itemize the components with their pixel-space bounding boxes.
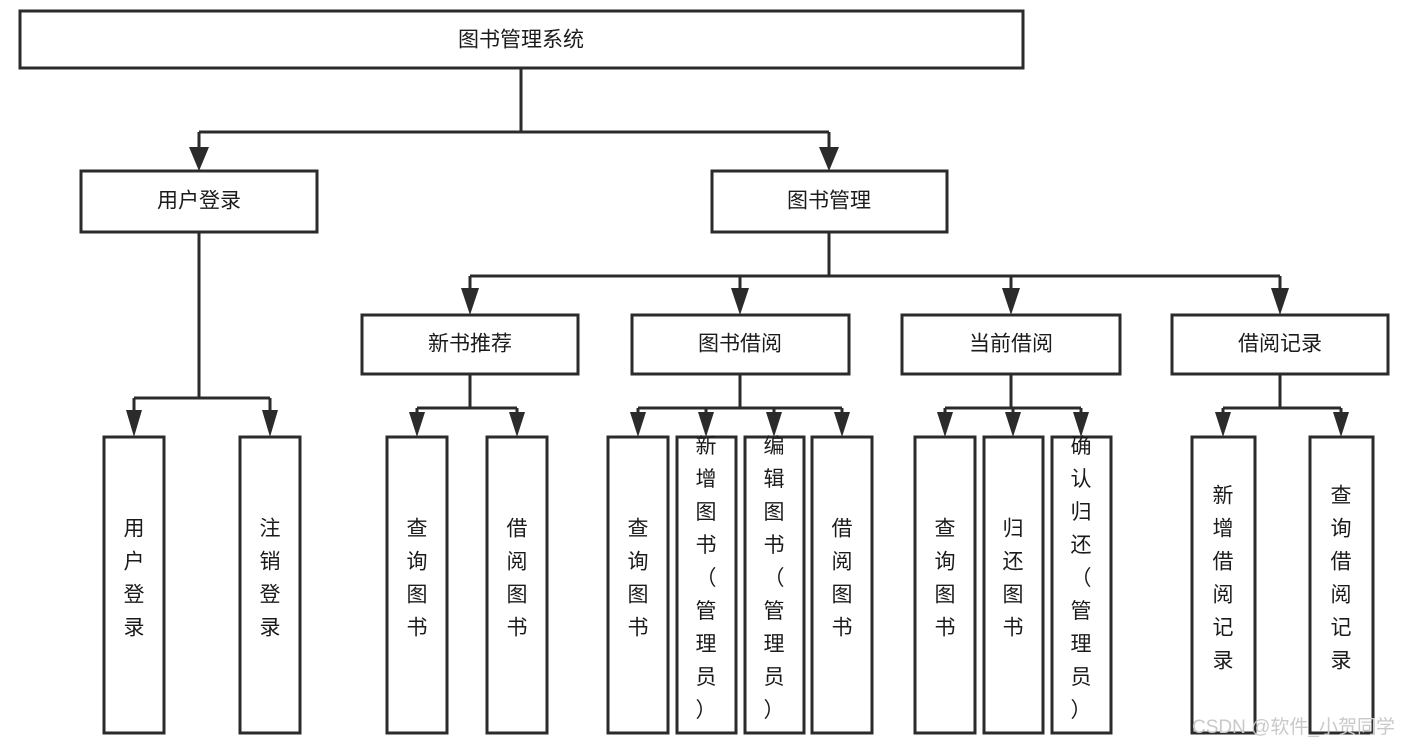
node-borrow-query-book[interactable]: 查询图书: [606, 435, 670, 735]
node-current-return-book[interactable]: 归还图书: [982, 435, 1045, 735]
node-user-logout-box[interactable]: [238, 435, 302, 735]
node-user-login-box[interactable]: [79, 169, 319, 234]
node-user-login[interactable]: 用户登录: [79, 169, 319, 234]
node-root[interactable]: 图书管理系统: [18, 9, 1025, 70]
node-new-book-recommend[interactable]: 新书推荐: [360, 313, 580, 376]
node-current-borrow-box[interactable]: [900, 313, 1122, 376]
arrowhead-new-book-recommend: [461, 288, 479, 315]
node-current-query-book-label: 查询图书: [935, 518, 956, 640]
node-borrow-edit-book[interactable]: 编辑图书（管理员）: [743, 435, 806, 735]
node-borrow-add-book-label: 新增图书（管理员）: [696, 435, 717, 722]
node-current-borrow-label: 当前借阅: [969, 333, 1053, 356]
node-borrow-edit-book-label: 编辑图书（管理员）: [764, 435, 785, 722]
arrowhead-current-confirm-return: [1073, 412, 1089, 437]
node-new-book-recommend-label: 新书推荐: [428, 333, 512, 356]
node-recommend-borrow-book[interactable]: 借阅图书: [485, 435, 549, 735]
node-record-query-label: 查询借阅记录: [1331, 485, 1352, 673]
node-book-management-box[interactable]: [710, 169, 949, 234]
node-borrow-query-book-label: 查询图书: [628, 518, 649, 640]
arrowhead-book-management: [819, 147, 839, 171]
node-current-borrow[interactable]: 当前借阅: [900, 313, 1122, 376]
node-root-box[interactable]: [18, 9, 1025, 70]
node-borrow-borrow-book-box[interactable]: [810, 435, 874, 735]
node-user-login-do-label: 用户登录: [124, 518, 145, 640]
node-recommend-borrow-book-box[interactable]: [485, 435, 549, 735]
node-current-confirm-return[interactable]: 确认归还（管理员）: [1050, 435, 1113, 735]
node-record-query[interactable]: 查询借阅记录: [1308, 435, 1375, 735]
arrowhead-user-login: [189, 147, 209, 171]
arrowhead-current-return-book: [1005, 412, 1021, 437]
node-book-management[interactable]: 图书管理: [710, 169, 949, 234]
node-current-confirm-return-box[interactable]: [1050, 435, 1113, 735]
node-borrow-add-book[interactable]: 新增图书（管理员）: [675, 435, 738, 735]
node-current-query-book[interactable]: 查询图书: [913, 435, 977, 735]
arrowhead-user-login-do: [126, 410, 142, 437]
node-borrow-borrow-book[interactable]: 借阅图书: [810, 435, 874, 735]
node-new-book-recommend-box[interactable]: [360, 313, 580, 376]
arrowhead-borrow-borrow-book: [834, 412, 850, 437]
arrowhead-borrow-edit-book: [766, 412, 782, 437]
node-book-management-label: 图书管理: [787, 190, 871, 213]
node-borrow-record-box[interactable]: [1170, 313, 1390, 376]
node-user-login-do-box[interactable]: [102, 435, 166, 735]
node-current-return-book-label: 归还图书: [1003, 518, 1024, 640]
node-borrow-edit-book-box[interactable]: [743, 435, 806, 735]
node-user-login-do[interactable]: 用户登录: [102, 435, 166, 735]
node-current-query-book-box[interactable]: [913, 435, 977, 735]
node-book-borrow-label: 图书借阅: [698, 333, 782, 356]
arrowhead-current-borrow: [1002, 288, 1020, 315]
arrowhead-current-query-book: [937, 412, 953, 437]
node-record-add-box[interactable]: [1190, 435, 1257, 735]
node-book-borrow-box[interactable]: [630, 313, 851, 376]
node-borrow-borrow-book-label: 借阅图书: [832, 518, 853, 640]
node-record-query-box[interactable]: [1308, 435, 1375, 735]
arrowhead-record-add: [1215, 412, 1231, 437]
node-recommend-query-book-label: 查询图书: [407, 518, 428, 640]
node-current-confirm-return-label: 确认归还（管理员）: [1071, 435, 1092, 722]
arrowhead-book-borrow: [731, 288, 749, 315]
arrowhead-recommend-borrow-book: [509, 412, 525, 437]
node-recommend-borrow-book-label: 借阅图书: [507, 518, 528, 640]
node-user-login-label: 用户登录: [157, 190, 241, 213]
node-record-add[interactable]: 新增借阅记录: [1190, 435, 1257, 735]
node-current-return-book-box[interactable]: [982, 435, 1045, 735]
node-user-logout[interactable]: 注销登录: [238, 435, 302, 735]
arrowhead-borrow-query-book: [630, 412, 646, 437]
node-recommend-query-book-box[interactable]: [385, 435, 449, 735]
node-borrow-query-book-box[interactable]: [606, 435, 670, 735]
node-user-logout-label: 注销登录: [260, 518, 281, 640]
arrowhead-borrow-add-book: [698, 412, 714, 437]
node-record-add-label: 新增借阅记录: [1213, 485, 1234, 673]
node-borrow-add-book-box[interactable]: [675, 435, 738, 735]
node-borrow-record-label: 借阅记录: [1238, 333, 1322, 356]
node-root-label: 图书管理系统: [458, 29, 584, 52]
node-borrow-record[interactable]: 借阅记录: [1170, 313, 1390, 376]
arrowhead-user-logout: [262, 410, 278, 437]
csdn-watermark: CSDN @软件_小贺同学: [1192, 716, 1395, 738]
node-recommend-query-book[interactable]: 查询图书: [385, 435, 449, 735]
arrowhead-record-query: [1333, 412, 1349, 437]
connector-layer: [126, 68, 1349, 437]
arrowhead-recommend-query-book: [409, 412, 425, 437]
node-book-borrow[interactable]: 图书借阅: [630, 313, 851, 376]
arrowhead-borrow-record: [1271, 288, 1289, 315]
